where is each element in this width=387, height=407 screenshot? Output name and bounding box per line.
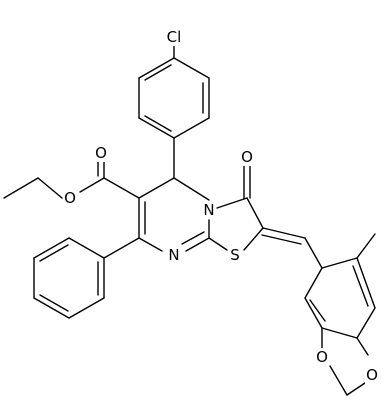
bond [68, 297, 105, 319]
bond [243, 227, 264, 251]
bond [33, 297, 70, 319]
atom-dioxole-oxygen-right: O [366, 366, 378, 384]
bond [321, 257, 358, 269]
bond [356, 233, 376, 259]
bond [304, 267, 323, 299]
bond [304, 297, 323, 329]
bond [39, 244, 69, 262]
atom-ketone-oxygen: O [241, 148, 253, 166]
atom-labels: Cl O O O N N S O O [63, 28, 379, 384]
atom-dioxole-oxygen-left: O [316, 348, 328, 366]
bond [144, 115, 172, 132]
atom-ring-nitrogen: N [203, 201, 214, 219]
bond [3, 177, 39, 199]
bond [356, 307, 376, 339]
bond [33, 237, 70, 259]
bond [356, 337, 369, 356]
bond [173, 177, 210, 201]
bond [208, 237, 228, 251]
bonds [3, 45, 376, 396]
bond [304, 237, 323, 269]
bond [329, 365, 348, 396]
bond [309, 299, 326, 322]
atom-chlorine: Cl [167, 28, 182, 46]
bond [103, 177, 140, 199]
bond [216, 197, 248, 209]
bond [173, 117, 210, 139]
bond [173, 57, 210, 79]
bond [103, 237, 140, 259]
atom-thiazole-sulfur: S [230, 246, 240, 264]
bond [181, 231, 205, 245]
bond [185, 237, 210, 252]
bond [321, 327, 358, 339]
bond [356, 257, 376, 309]
bond [346, 382, 366, 396]
bond [144, 64, 172, 81]
atom-ester-carbonyl-oxygen: O [95, 144, 107, 162]
bond [246, 197, 264, 229]
bond [138, 57, 175, 79]
atom-imine-nitrogen: N [168, 246, 179, 264]
bond [138, 177, 175, 199]
atom-ester-ether-oxygen: O [64, 189, 76, 207]
bond [262, 227, 306, 239]
bond [39, 294, 69, 312]
bond [138, 237, 163, 252]
bond [68, 237, 105, 259]
bond [37, 177, 63, 199]
bond [79, 177, 105, 193]
bond [261, 234, 302, 245]
bond [352, 265, 369, 307]
bond [138, 117, 175, 139]
